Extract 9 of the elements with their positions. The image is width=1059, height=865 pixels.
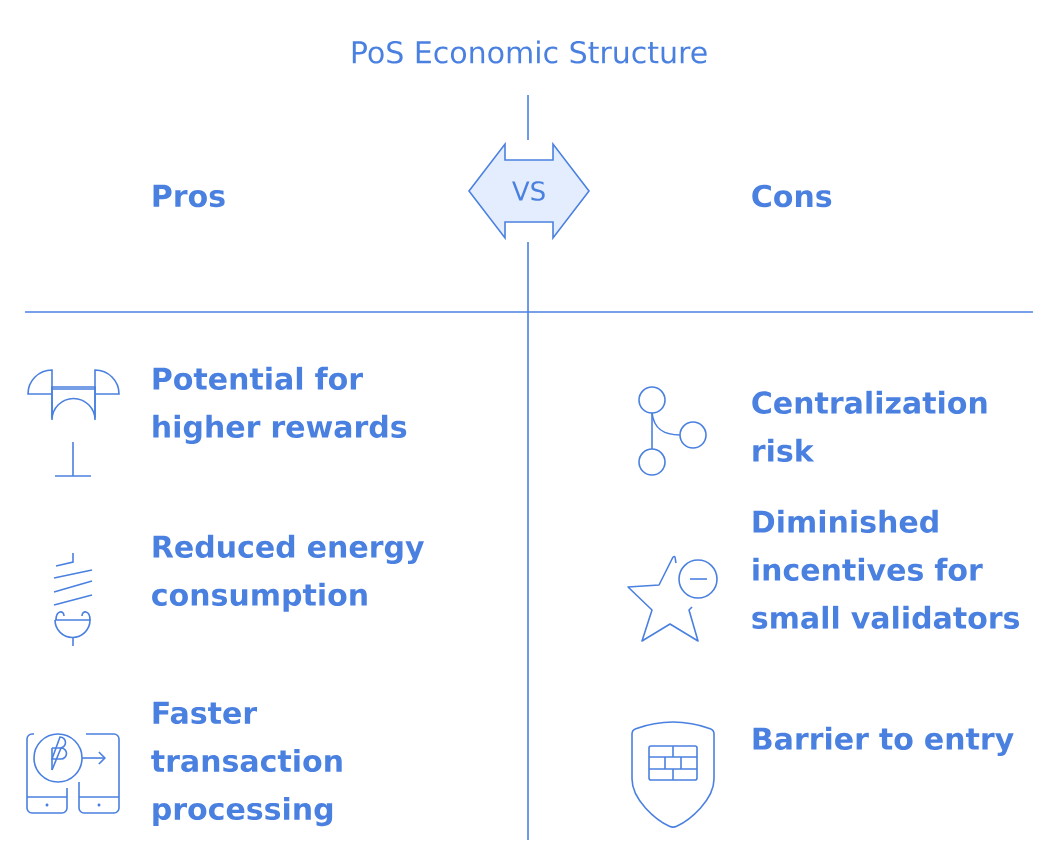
column-heading: Pros	[153, 184, 225, 208]
item-text: Centralization risk	[752, 390, 987, 462]
title: PoS Economic Structure	[352, 40, 707, 64]
item-text: Faster transaction processing	[151, 701, 342, 827]
item-text: Potential for higher rewards	[153, 366, 407, 445]
item-text: Diminished incentives for small validators	[752, 509, 1020, 629]
column-heading: Cons	[752, 184, 832, 208]
item-text: Barrier to entry	[753, 726, 1014, 757]
item-text: Reduced energy consumption	[152, 534, 424, 612]
